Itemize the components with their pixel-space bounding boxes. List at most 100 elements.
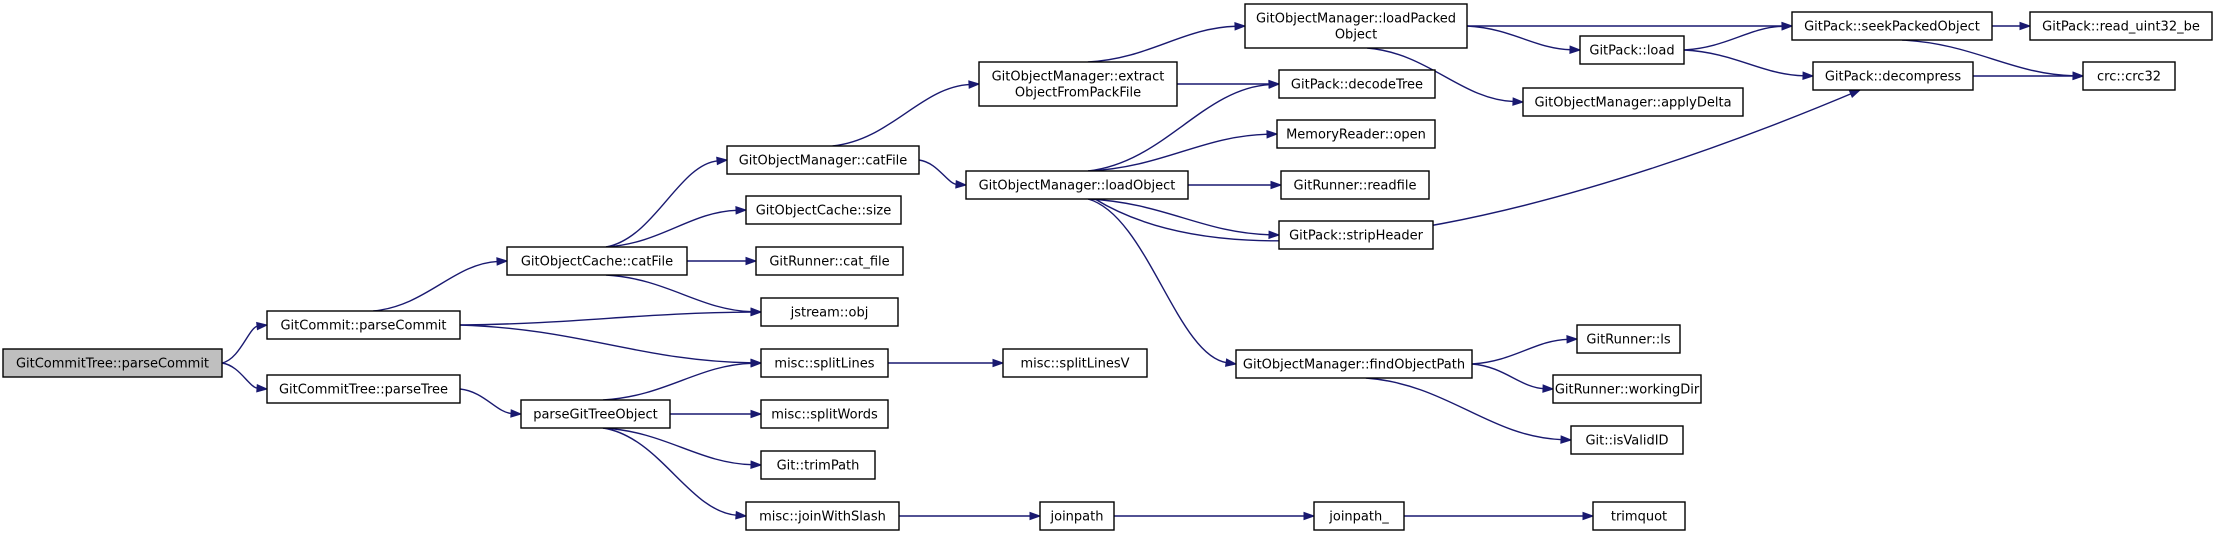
node-label: joinpath_	[1328, 510, 1389, 525]
node-box	[1278, 69, 1436, 99]
node-gom_applydelta[interactable]: GitObjectManager::applyDelta	[1522, 87, 1744, 117]
node-label: GitPack::decompress	[1825, 70, 1962, 85]
node-joinpath_[interactable]: joinpath_	[1313, 501, 1405, 531]
node-gr_ls[interactable]: GitRunner::ls	[1576, 324, 1681, 354]
node-label: GitPack::stripHeader	[1289, 229, 1424, 244]
edge-gct_parsetree-to-parsegittreeobject	[459, 388, 523, 418]
edge-gom_loadpacked-to-gom_applydelta	[1367, 47, 1525, 106]
node-label: GitObjectManager::loadObject	[979, 179, 1176, 194]
node-mr_open[interactable]: MemoryReader::open	[1276, 119, 1436, 149]
node-gp_decompress[interactable]: GitPack::decompress	[1812, 61, 1974, 91]
edge-gom_loadobject-to-gp_decodetree	[1088, 80, 1281, 172]
node-label: Git::isValidID	[1585, 434, 1668, 449]
node-box	[745, 195, 902, 225]
node-box	[506, 246, 688, 276]
edge-gom_findobjectpath-to-gr_ls	[1471, 335, 1579, 365]
node-gom_loadobject[interactable]: GitObjectManager::loadObject	[965, 170, 1189, 200]
node-trimquot[interactable]: trimquot	[1592, 501, 1686, 531]
node-box	[1244, 3, 1468, 49]
node-label: GitObjectManager::applyDelta	[1534, 96, 1731, 111]
node-gr_workingdir[interactable]: GitRunner::workingDir	[1552, 374, 1702, 404]
edge-gom_catfile-to-gom_extract	[832, 80, 981, 147]
node-box	[1576, 324, 1681, 354]
node-box	[1280, 170, 1430, 200]
node-joinpath[interactable]: joinpath	[1039, 501, 1115, 531]
edge-gom_loadobject-to-gp_stripheader	[1088, 198, 1281, 240]
node-goc_size[interactable]: GitObjectCache::size	[745, 195, 902, 225]
node-label: GitPack::load	[1589, 44, 1674, 59]
node-label: GitObjectManager::catFile	[739, 154, 908, 169]
edge-gct_parsecommit-to-gc_parsecommit	[221, 321, 269, 364]
node-label: misc::splitLinesV	[1020, 357, 1129, 372]
node-label: crc::crc32	[2097, 70, 2161, 85]
edge-gom_findobjectpath-to-gr_workingdir	[1471, 363, 1555, 393]
edge-gom_extract-to-gp_decodetree	[1177, 79, 1281, 89]
node-box	[1276, 119, 1436, 149]
edge-goc_catfile-to-jstream_obj	[605, 274, 763, 316]
node-label: GitObjectManager::loadPacked	[1256, 12, 1456, 27]
node-box	[1235, 349, 1473, 379]
node-gom_extract[interactable]: GitObjectManager::extractObjectFromPackF…	[978, 61, 1178, 107]
node-misc_splitlines[interactable]: misc::splitLines	[760, 348, 889, 378]
node-box	[266, 310, 461, 340]
edge-parsegittreeobject-to-misc_splitwords	[669, 409, 763, 419]
node-box	[745, 501, 900, 531]
node-label: GitRunner::workingDir	[1555, 383, 1700, 398]
node-gc_parsecommit[interactable]: GitCommit::parseCommit	[266, 310, 461, 340]
node-box	[760, 348, 889, 378]
edge-gom_loadpacked-to-gp_load	[1466, 25, 1582, 55]
node-label: GitRunner::cat_file	[769, 255, 889, 270]
node-goc_catfile[interactable]: GitObjectCache::catFile	[506, 246, 688, 276]
edge-joinpath-to-joinpath_	[1113, 511, 1316, 521]
edge-gp_decompress-to-crc_crc32	[1973, 71, 2085, 81]
nodes-layer: GitCommitTree::parseCommit GitCommit::par…	[2, 3, 2213, 531]
node-label: GitPack::read_uint32_be	[2042, 20, 2200, 35]
edge-joinpath_-to-trimquot	[1403, 511, 1595, 521]
node-crc_crc32[interactable]: crc::crc32	[2082, 61, 2176, 91]
node-box	[1002, 348, 1148, 378]
node-gp_load[interactable]: GitPack::load	[1579, 35, 1685, 65]
node-box	[1791, 11, 1993, 41]
node-label: joinpath	[1050, 510, 1104, 525]
edge-gc_parsecommit-to-misc_splitlines	[459, 324, 763, 368]
edge-gom_extract-to-gom_loadpacked	[1087, 21, 1247, 63]
edge-gc_parsecommit-to-goc_catfile	[373, 257, 509, 312]
node-parsegittreeobject[interactable]: parseGitTreeObject	[520, 399, 671, 429]
node-label: Git::trimPath	[777, 459, 860, 474]
node-gp_decodetree[interactable]: GitPack::decodeTree	[1278, 69, 1436, 99]
node-git_isvalidid[interactable]: Git::isValidID	[1570, 425, 1684, 455]
node-label: GitPack::seekPackedObject	[1804, 20, 1980, 35]
node-box	[520, 399, 671, 429]
edge-gc_parsecommit-to-jstream_obj	[459, 307, 763, 326]
node-label: misc::splitLines	[774, 357, 874, 372]
edge-goc_catfile-to-goc_size	[605, 206, 748, 248]
node-gr_readfile[interactable]: GitRunner::readfile	[1280, 170, 1430, 200]
node-gp_stripheader[interactable]: GitPack::stripHeader	[1278, 220, 1434, 250]
edge-parsegittreeobject-to-git_trimpath	[602, 427, 763, 470]
node-git_trimpath[interactable]: Git::trimPath	[760, 450, 876, 480]
edge-gom_loadobject-to-mr_open	[1088, 129, 1279, 172]
node-label: misc::splitWords	[771, 408, 878, 423]
node-gom_catfile[interactable]: GitObjectManager::catFile	[726, 145, 920, 175]
node-gct_parsecommit[interactable]: GitCommitTree::parseCommit	[2, 348, 223, 378]
node-box	[1579, 35, 1685, 65]
edge-gom_loadobject-to-gp_decompress	[1094, 89, 1862, 242]
node-gr_cat_file[interactable]: GitRunner::cat_file	[755, 246, 904, 276]
node-label: GitObjectManager::findObjectPath	[1243, 358, 1465, 373]
node-box	[2029, 11, 2213, 41]
node-misc_splitlinesv[interactable]: misc::splitLinesV	[1002, 348, 1148, 378]
node-gp_seekpacked[interactable]: GitPack::seekPackedObject	[1791, 11, 1993, 41]
node-gp_read_uint32_be[interactable]: GitPack::read_uint32_be	[2029, 11, 2213, 41]
node-jstream_obj[interactable]: jstream::obj	[760, 297, 899, 327]
node-box	[1278, 220, 1434, 250]
node-label: GitPack::decodeTree	[1291, 78, 1423, 93]
node-misc_splitwords[interactable]: misc::splitWords	[760, 399, 889, 429]
node-label: GitObjectCache::size	[756, 204, 892, 219]
node-label: GitRunner::ls	[1586, 333, 1670, 348]
node-gom_findobjectpath[interactable]: GitObjectManager::findObjectPath	[1235, 349, 1473, 379]
node-misc_joinwithslash[interactable]: misc::joinWithSlash	[745, 501, 900, 531]
node-gct_parsetree[interactable]: GitCommitTree::parseTree	[266, 374, 461, 404]
node-label: GitCommitTree::parseCommit	[16, 357, 209, 372]
